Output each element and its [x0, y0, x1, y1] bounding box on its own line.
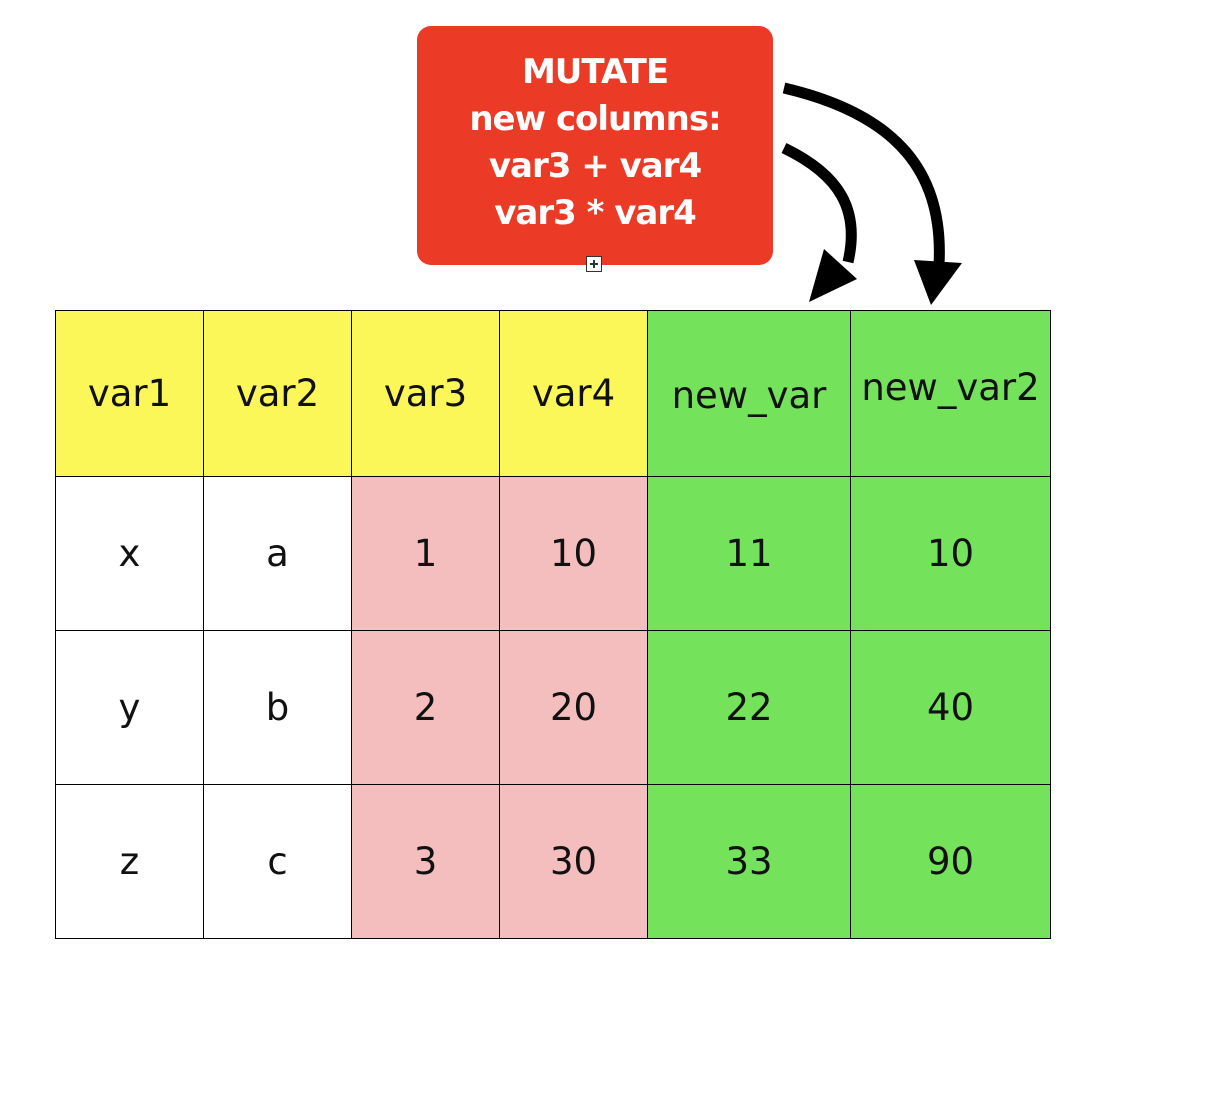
table-cell: c: [203, 784, 352, 939]
callout-formula-sum: var3 + var4: [488, 145, 702, 186]
arrow-to-new-var: [781, 143, 857, 264]
table-cell: 3: [351, 784, 500, 939]
header-row: var1 var2 var3 var4 new_var new_var2: [55, 310, 1051, 477]
header-cell-new-var: new_var: [647, 310, 851, 477]
callout-title: MUTATE: [521, 51, 669, 92]
table-cell: b: [203, 630, 352, 785]
table-cell: a: [203, 476, 352, 631]
header-cell-var1: var1: [55, 310, 204, 477]
table-cell: y: [55, 630, 204, 785]
table-cell: 2: [351, 630, 500, 785]
table-row: y b 2 20 22 40: [55, 630, 1051, 785]
table-cell: 33: [647, 784, 851, 939]
callout-subtitle: new columns:: [469, 98, 721, 139]
expand-handle-icon[interactable]: [586, 256, 602, 272]
table-row: x a 1 10 11 10: [55, 476, 1051, 631]
table-cell: 11: [647, 476, 851, 631]
arrow-to-new-var2-head: [914, 260, 962, 305]
header-cell-var4: var4: [499, 310, 648, 477]
mutate-callout: MUTATE new columns: var3 + var4 var3 * v…: [417, 26, 773, 265]
table-row: z c 3 30 33 90: [55, 784, 1051, 939]
header-cell-new-var2: new_var2: [850, 310, 1051, 477]
table-cell: 20: [499, 630, 648, 785]
header-cell-var2: var2: [203, 310, 352, 477]
data-table: var1 var2 var3 var4 new_var new_var2 x a…: [55, 310, 1051, 939]
table-cell: 10: [850, 476, 1051, 631]
header-cell-var3: var3: [351, 310, 500, 477]
table-cell: 1: [351, 476, 500, 631]
table-cell: 40: [850, 630, 1051, 785]
table-cell: 90: [850, 784, 1051, 939]
arrow-to-new-var-head: [809, 249, 857, 302]
table-cell: 22: [647, 630, 851, 785]
table-cell: 10: [499, 476, 648, 631]
table-cell: 30: [499, 784, 648, 939]
arrow-to-new-var2: [782, 82, 945, 266]
table-cell: x: [55, 476, 204, 631]
table-cell: z: [55, 784, 204, 939]
callout-formula-product: var3 * var4: [494, 192, 697, 233]
